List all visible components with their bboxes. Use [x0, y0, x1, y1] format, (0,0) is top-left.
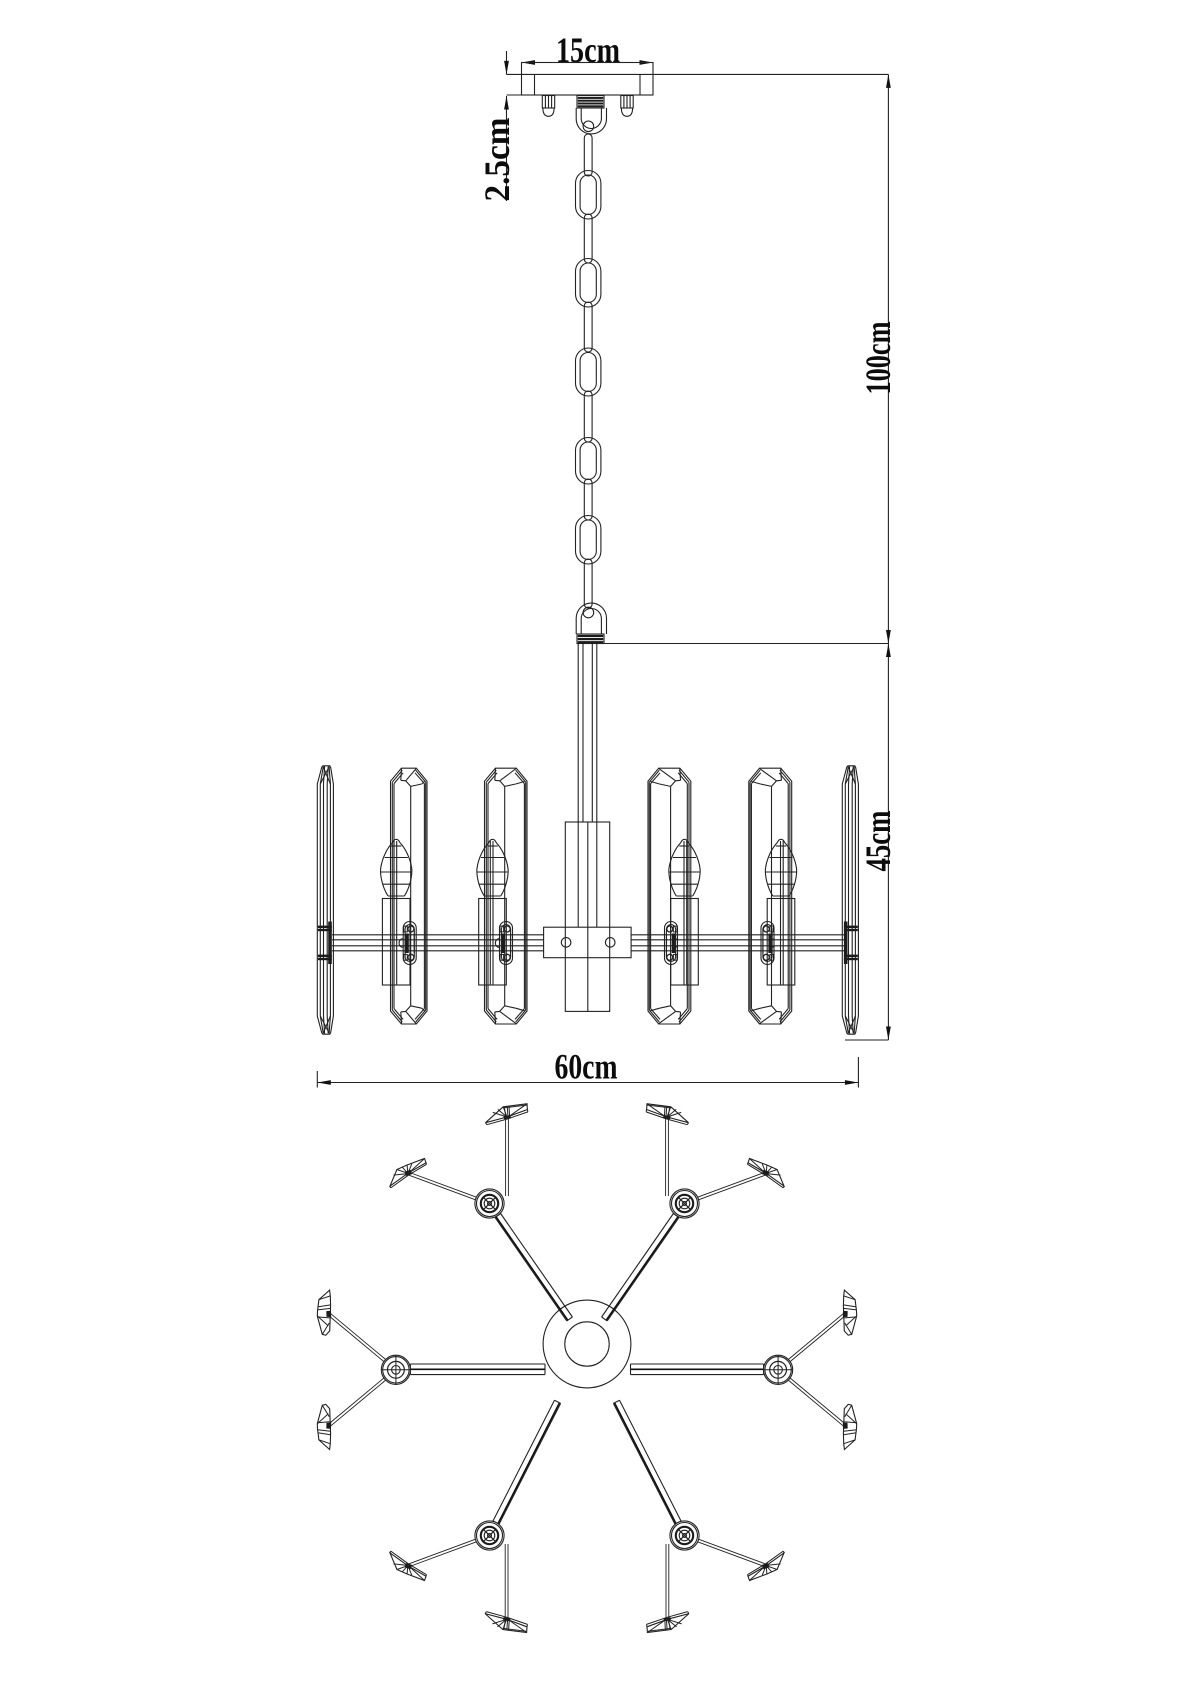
svg-text:45cm: 45cm [858, 810, 898, 871]
svg-text:60cm: 60cm [555, 1047, 618, 1087]
svg-text:100cm: 100cm [858, 321, 898, 394]
svg-text:2.5cm: 2.5cm [477, 117, 517, 201]
svg-text:15cm: 15cm [556, 30, 620, 70]
